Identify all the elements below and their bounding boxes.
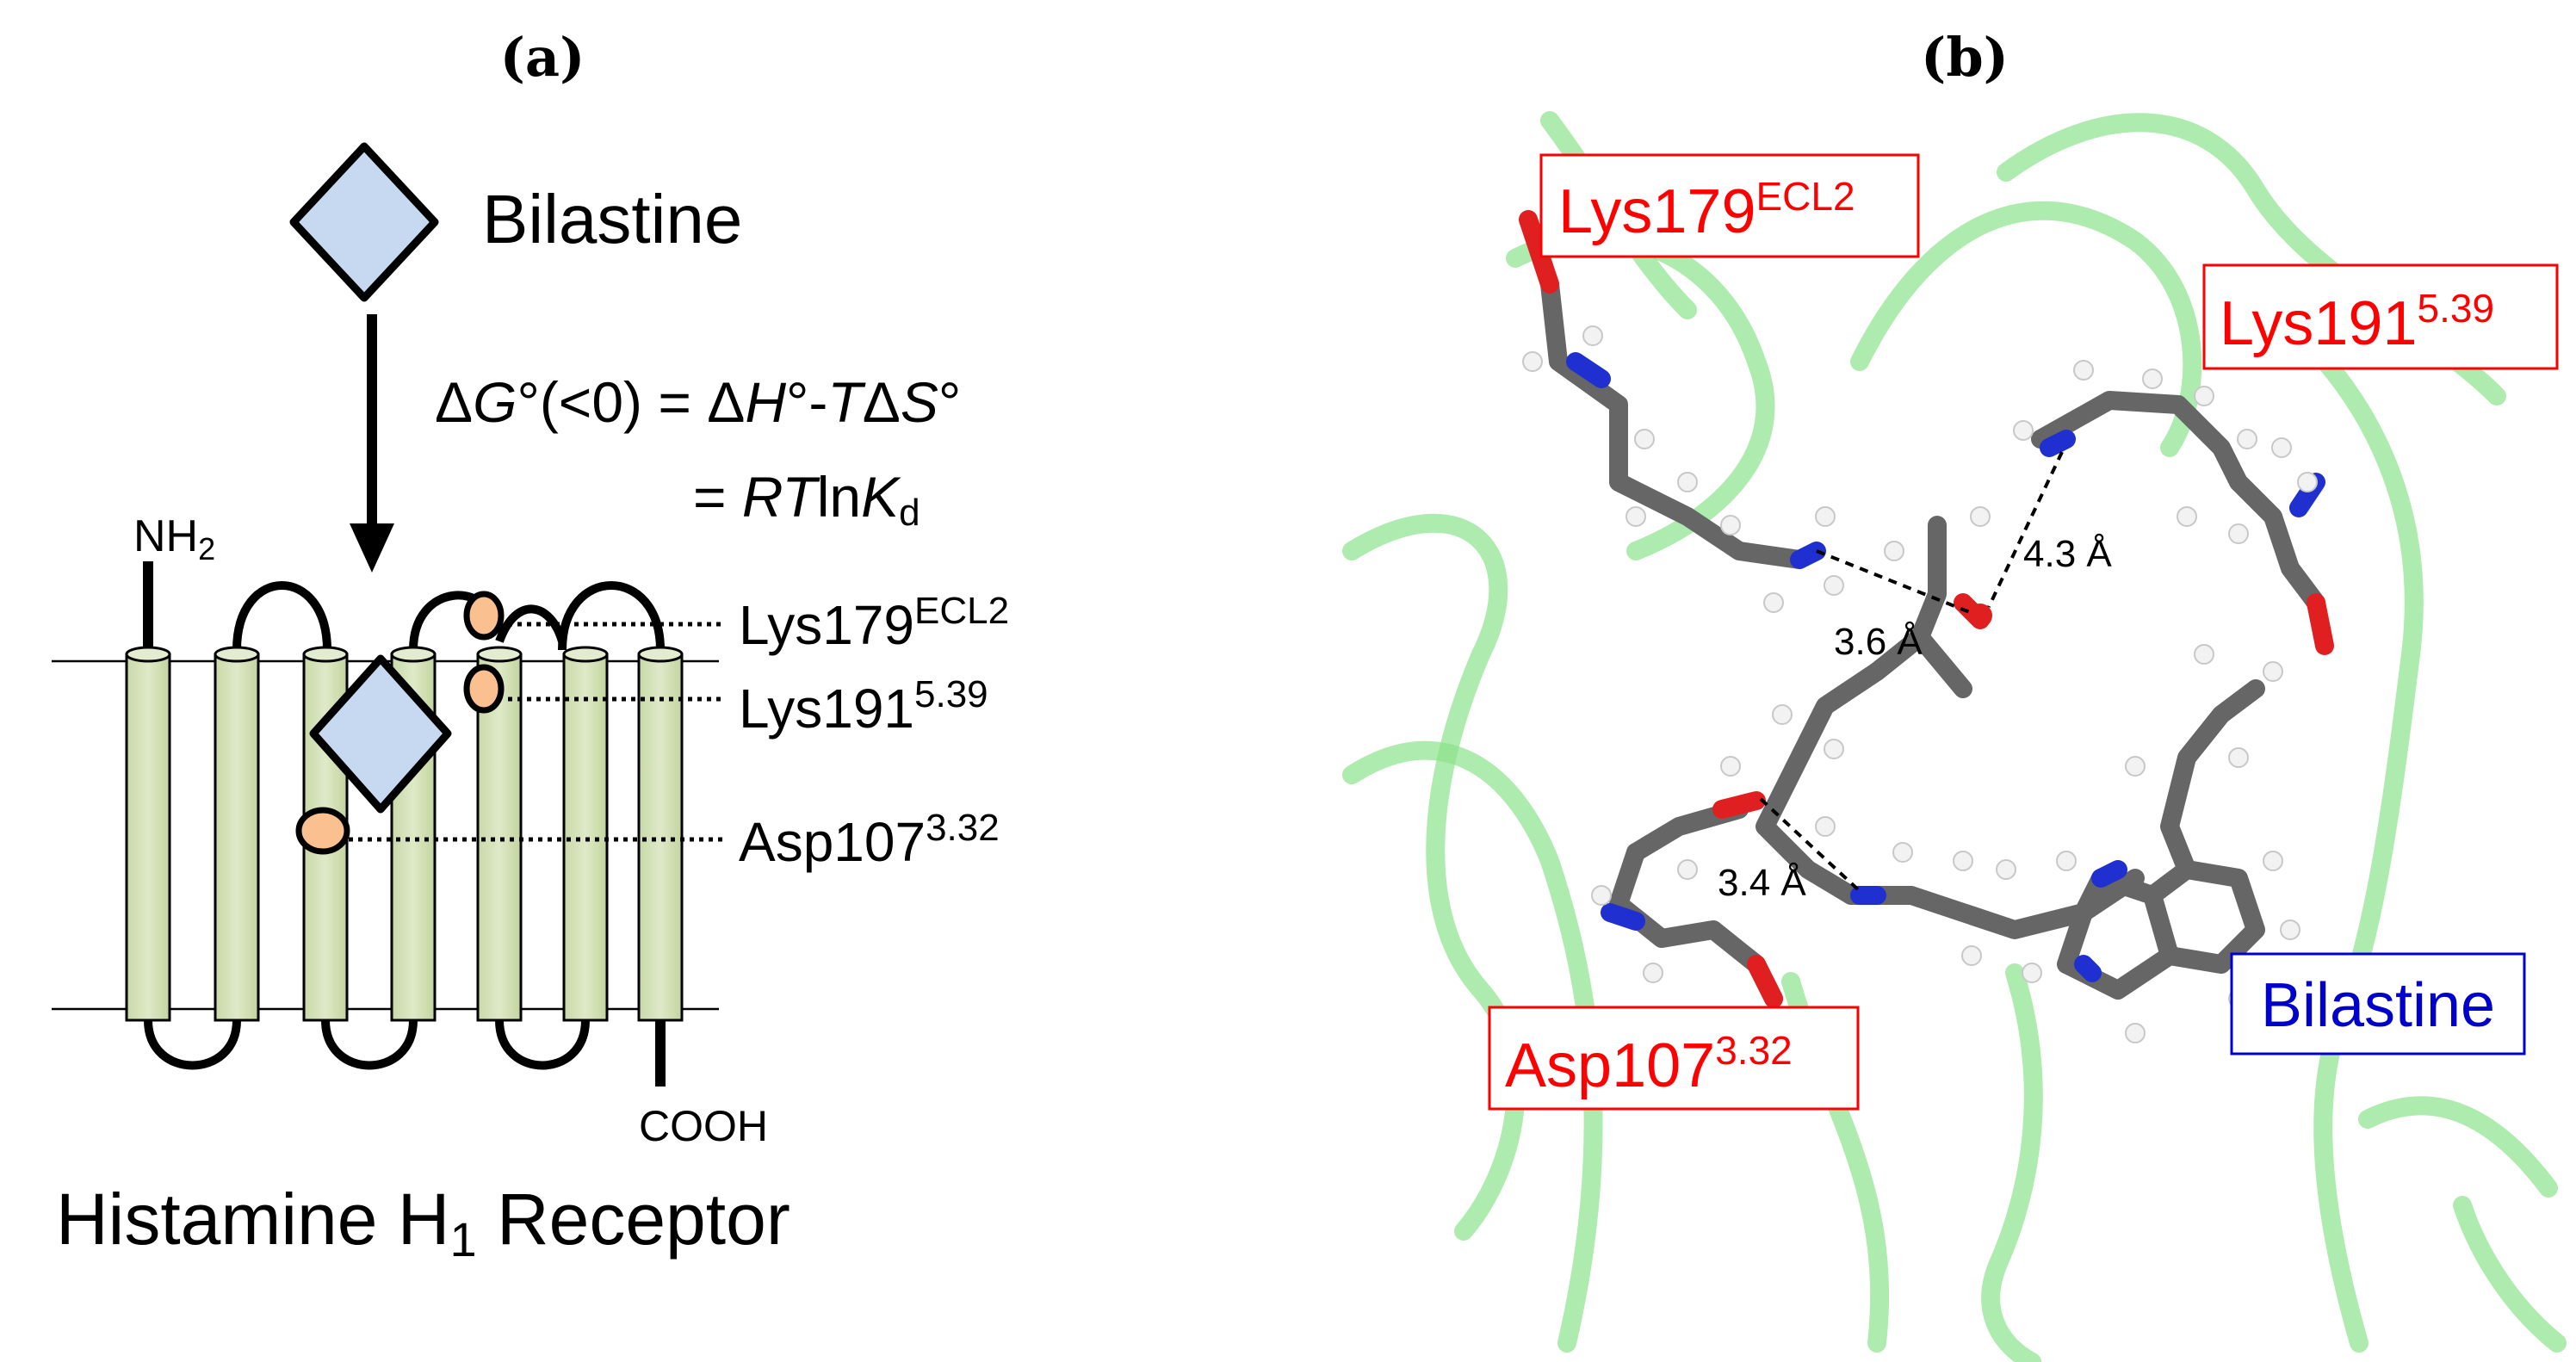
label-box-lys191: Lys1915.39: [2202, 263, 2559, 370]
ligand-diamond-top: [289, 142, 439, 302]
distance-label-3: 3.4 Å: [1718, 862, 1806, 904]
icl1-loop: [144, 1019, 241, 1070]
hydrogen-atoms: [1522, 325, 2318, 1043]
icl3-loop: [495, 1019, 590, 1070]
svg-text:Asp1073.32: Asp1073.32: [1505, 1028, 1793, 1100]
ecl2-loop-b: [495, 604, 567, 643]
svg-text:Lys1915.39: Lys1915.39: [2220, 286, 2494, 358]
label-box-bilastine: Bilastine: [2230, 952, 2526, 1056]
hbond-lines: [1759, 451, 2064, 893]
label-box-asp107: Asp1073.32: [1488, 1006, 1860, 1111]
binding-arrow-head: [350, 523, 394, 573]
residue-marker-asp107: [295, 807, 350, 855]
svg-text:Lys179ECL2: Lys179ECL2: [1558, 174, 1855, 246]
panel-a-label: (a): [500, 26, 585, 89]
tm-helix-1: [125, 646, 171, 1022]
panel-b: (b): [1342, 26, 2567, 1362]
oxygen-atom-ligand: [1968, 604, 1992, 628]
panel-a: (a) Bilastine ΔG°(<0) = ΔH°-TΔS° = RTlnK…: [52, 26, 1009, 1266]
icl2-loop: [321, 1019, 418, 1070]
ecl3-loop: [558, 581, 665, 651]
svg-text:Bilastine: Bilastine: [2261, 971, 2495, 1040]
tm-helix-6: [562, 646, 609, 1022]
panel-b-label: (b): [1921, 26, 2009, 89]
receptor-title: Histamine H1 Receptor: [56, 1179, 790, 1266]
ecl1-loop: [232, 581, 331, 651]
residue-label-lys179: Lys179ECL2: [739, 590, 1009, 656]
distance-label-1: 3.6 Å: [1834, 621, 1923, 663]
residue-marker-lys191: [463, 664, 505, 714]
cooh-label: COOH: [639, 1102, 768, 1150]
label-box-lys179: Lys179ECL2: [1539, 153, 1920, 258]
tm-helix-7: [637, 646, 684, 1022]
equation-line-2: = RTlnKd: [693, 465, 920, 534]
residue-marker-lys179: [463, 591, 505, 641]
ligand-name: Bilastine: [482, 181, 742, 257]
distance-label-2: 4.3 Å: [2023, 533, 2112, 575]
nh2-label: NH2: [133, 511, 215, 566]
residue-label-lys191: Lys1915.39: [739, 673, 988, 740]
ligand-diamond-bound: [309, 654, 452, 814]
residue-label-asp107: Asp1073.32: [739, 807, 1000, 873]
equation-line-1: ΔG°(<0) = ΔH°-TΔS°: [435, 370, 961, 434]
tm-helix-2: [214, 646, 260, 1022]
